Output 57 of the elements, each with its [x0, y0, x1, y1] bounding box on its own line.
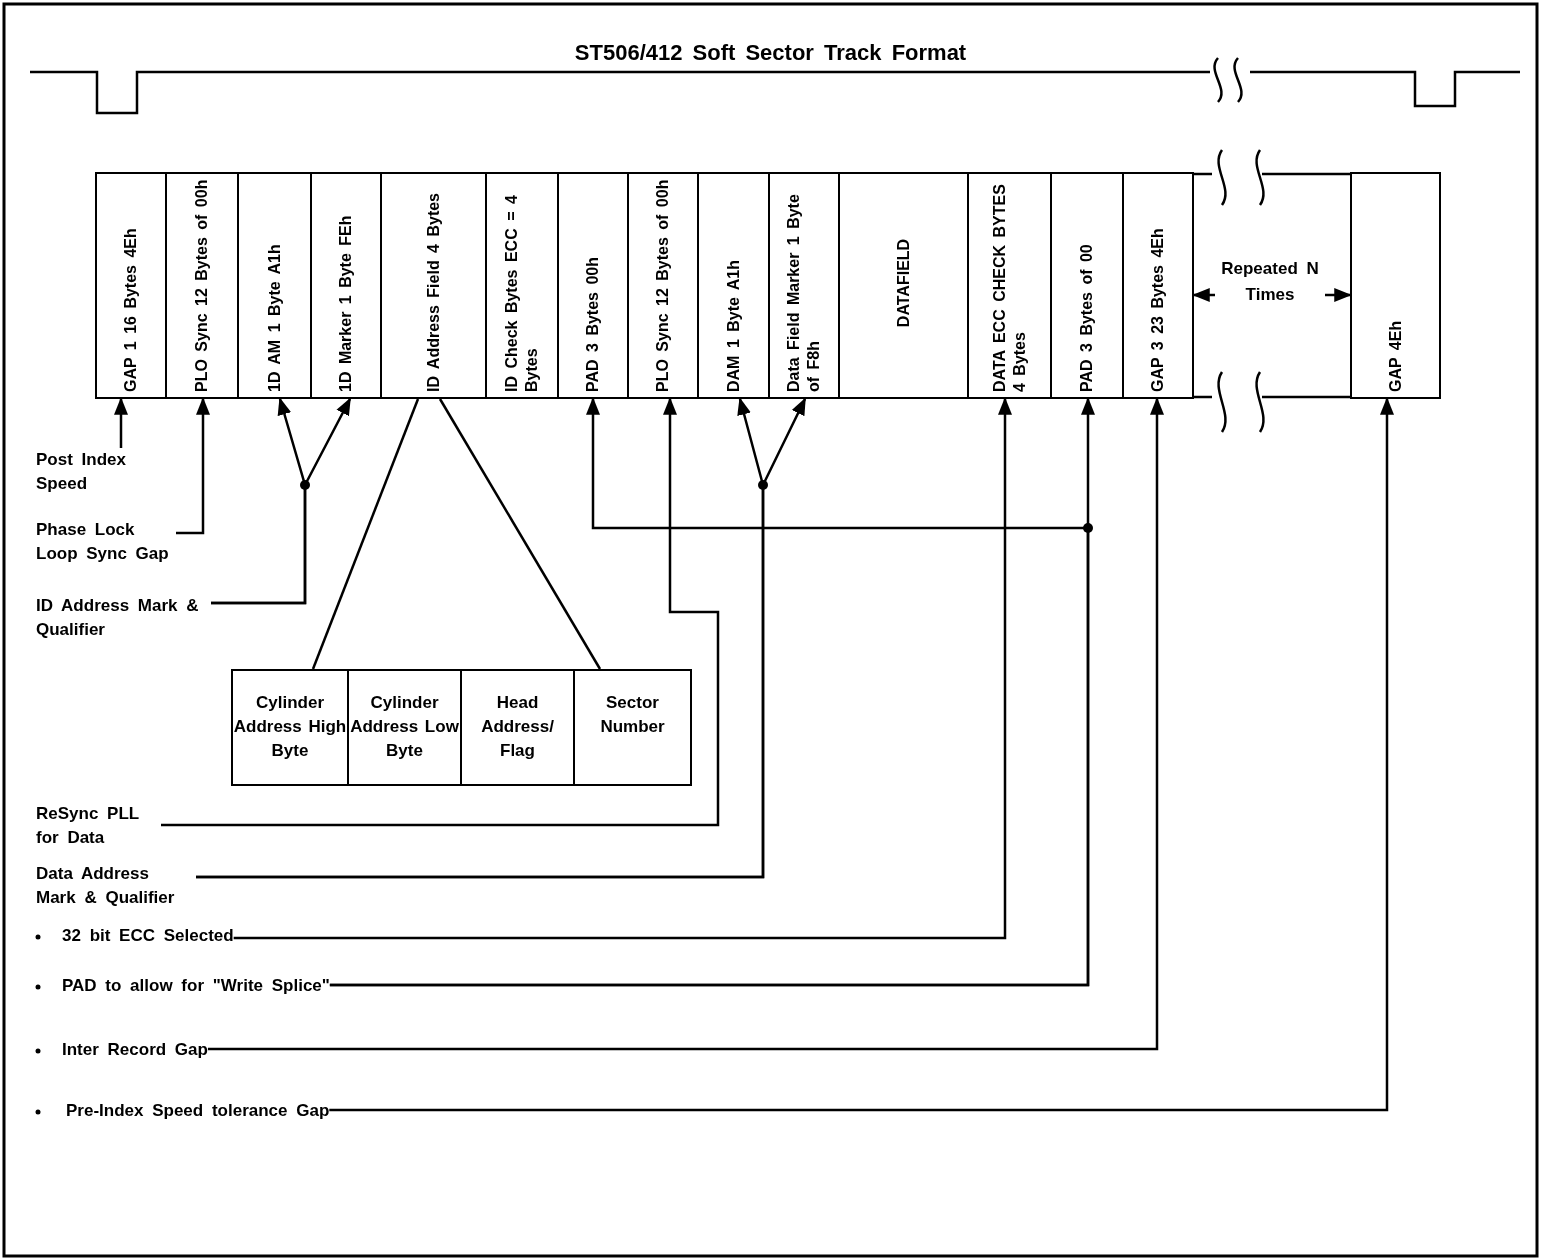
track-field — [310, 172, 382, 399]
repeat-note: Repeated N Times — [1215, 256, 1325, 308]
track-field — [838, 172, 969, 399]
field-label: GAP 1 16 Bytes 4Eh — [121, 228, 140, 392]
track-field — [380, 172, 487, 399]
field-label: ID Check Bytes ECC = 4 Bytes — [502, 194, 541, 392]
track-field — [237, 172, 312, 399]
leader-arrow — [211, 397, 352, 605]
field-label: GAP 3 23 Bytes 4Eh — [1148, 228, 1167, 392]
cell-label: Cylinder Address Low Byte — [349, 692, 460, 762]
cell-label: Head Address/ Flag — [480, 692, 555, 762]
annotation-text: ID Address Mark & Qualifier — [36, 594, 211, 642]
annotation-text: ReSync PLL for Data — [36, 802, 161, 850]
cell-label: Sector Number — [599, 692, 666, 738]
field-label: GAP 4Eh — [1385, 320, 1405, 392]
field-label: PAD 3 Bytes of 00 — [1077, 244, 1096, 392]
cell-label: Cylinder Address High Byte — [233, 692, 347, 762]
leader-arrow — [1325, 288, 1352, 302]
annotation-text: PAD to allow for "Write Splice" — [62, 974, 330, 998]
annotation-text: Post Index Speed — [36, 448, 161, 496]
field-label: PAD 3 Bytes 00h — [583, 257, 602, 392]
annotation-text: 32 bit ECC Selected — [62, 924, 234, 948]
track-field — [485, 172, 559, 399]
field-label: 1D Marker 1 Byte FEh — [336, 215, 355, 392]
field-label: PLO Sync 12 Bytes of 00h — [653, 179, 672, 392]
leader-arrow — [114, 397, 128, 448]
leader-arrow — [176, 397, 210, 535]
field-label: DAM 1 Byte A1h — [723, 260, 743, 392]
field-label: PLO Sync 12 Bytes of 00h — [192, 179, 211, 392]
address-byte-cell — [460, 669, 575, 786]
field-label: DATAFIELD — [893, 238, 913, 328]
address-byte-cell — [347, 669, 462, 786]
track-field — [967, 172, 1052, 399]
track-field — [1050, 172, 1124, 399]
track-field — [768, 172, 840, 399]
track-field — [1122, 172, 1194, 399]
annotation-text: Phase Lock Loop Sync Gap — [36, 518, 176, 566]
annotation-text: Data Address Mark & Qualifier — [36, 862, 196, 910]
field-label: 1D AM 1 Byte A1h — [264, 244, 284, 392]
leader-arrow — [329, 397, 1394, 1112]
leader-arrow — [207, 397, 1164, 1051]
annotation-text: Inter Record Gap — [62, 1038, 208, 1062]
leader-arrow — [233, 397, 1012, 940]
diagram-title: ST506/412 Soft Sector Track Format — [573, 40, 968, 66]
address-byte-cell — [231, 669, 349, 786]
field-label: ID Address Field 4 Bytes — [423, 192, 443, 392]
track-field — [165, 172, 239, 399]
leader-arrow — [161, 397, 720, 827]
address-byte-cell — [573, 669, 692, 786]
field-label: DATA ECC CHECK BYTES 4 Bytes — [989, 183, 1029, 392]
field-label: Data Field Marker 1 Byte of F8h — [784, 193, 823, 392]
track-field — [1350, 172, 1441, 399]
track-field — [557, 172, 629, 399]
track-field — [627, 172, 699, 399]
track-field — [697, 172, 770, 399]
track-field — [95, 172, 167, 399]
annotation-text: Pre-Index Speed tolerance Gap — [66, 1099, 330, 1123]
